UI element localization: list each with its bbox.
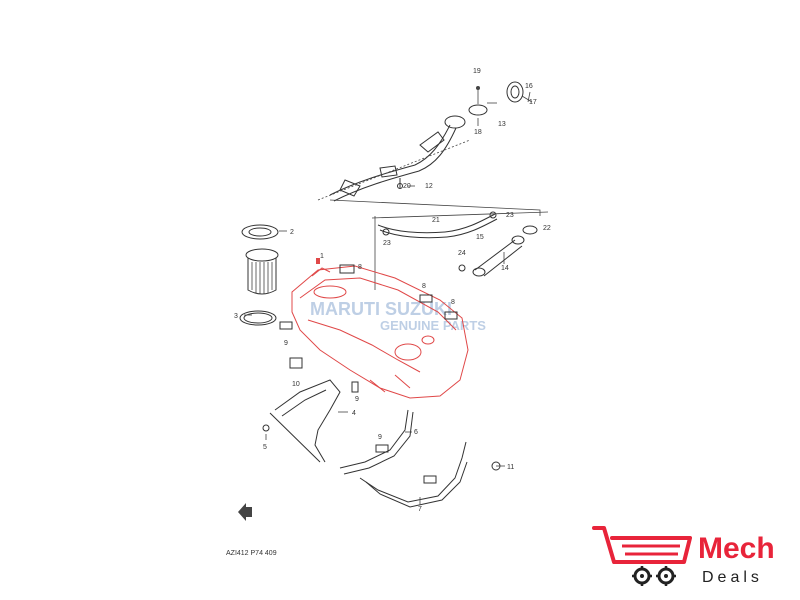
callout-8a: 8 [358, 264, 362, 271]
callout-21: 21 [432, 217, 440, 224]
tank-strap-front [339, 409, 414, 475]
filler-neck [329, 115, 466, 202]
callout-22: 22 [543, 225, 551, 232]
callout-24: 24 [458, 250, 466, 257]
tank-protector [269, 379, 341, 463]
callout-1: 1 [320, 253, 324, 260]
fuel-tank [291, 258, 469, 399]
callout-18: 18 [474, 129, 482, 136]
brand-word-2: Deals [702, 569, 763, 586]
callout-14: 14 [501, 265, 509, 272]
callout-5: 5 [263, 444, 267, 451]
cart-icon [592, 526, 692, 586]
callout-8b: 8 [422, 283, 426, 290]
breather-hose [377, 211, 498, 239]
front-arrow-icon [238, 503, 252, 521]
callout-17: 17 [529, 99, 537, 106]
callout-4: 4 [352, 410, 356, 417]
callout-9a: 9 [284, 340, 288, 347]
leader-lines [244, 91, 531, 505]
tank-strap-rear [359, 441, 468, 508]
callout-8c: 8 [451, 299, 455, 306]
callout-19: 19 [473, 68, 481, 75]
filler-cap [506, 81, 533, 103]
callout-23b: 23 [383, 240, 391, 247]
callout-6: 6 [414, 429, 418, 436]
callout-13: 13 [498, 121, 506, 128]
callout-2: 2 [290, 229, 294, 236]
brand-word-1: Mech [698, 532, 775, 565]
watermark-line1: MARUTI SUZUKI [310, 299, 452, 319]
fuel-pump-assembly [239, 224, 279, 326]
callout-9b: 9 [355, 396, 359, 403]
callout-10: 10 [292, 381, 300, 388]
callout-7: 7 [418, 506, 422, 513]
callout-11: 11 [507, 464, 514, 471]
watermark-line2: GENUINE PARTS [380, 318, 486, 333]
callout-20: 20 [403, 183, 411, 190]
callout-3: 3 [234, 313, 238, 320]
filler-hose [472, 225, 538, 277]
filler-ring [468, 86, 488, 116]
callout-9c: 9 [378, 434, 382, 441]
brand-logo: Mech Deals [592, 524, 792, 594]
callout-16: 16 [525, 83, 533, 90]
callout-labels: 1 2 3 4 5 6 7 8 8 8 9 9 9 10 11 12 13 14… [234, 68, 551, 513]
diagram-code: AZI412 P74 409 [226, 550, 277, 557]
small-parts [262, 178, 501, 484]
callout-12: 12 [425, 183, 433, 190]
callout-15: 15 [476, 234, 484, 241]
callout-23a: 23 [506, 212, 514, 219]
